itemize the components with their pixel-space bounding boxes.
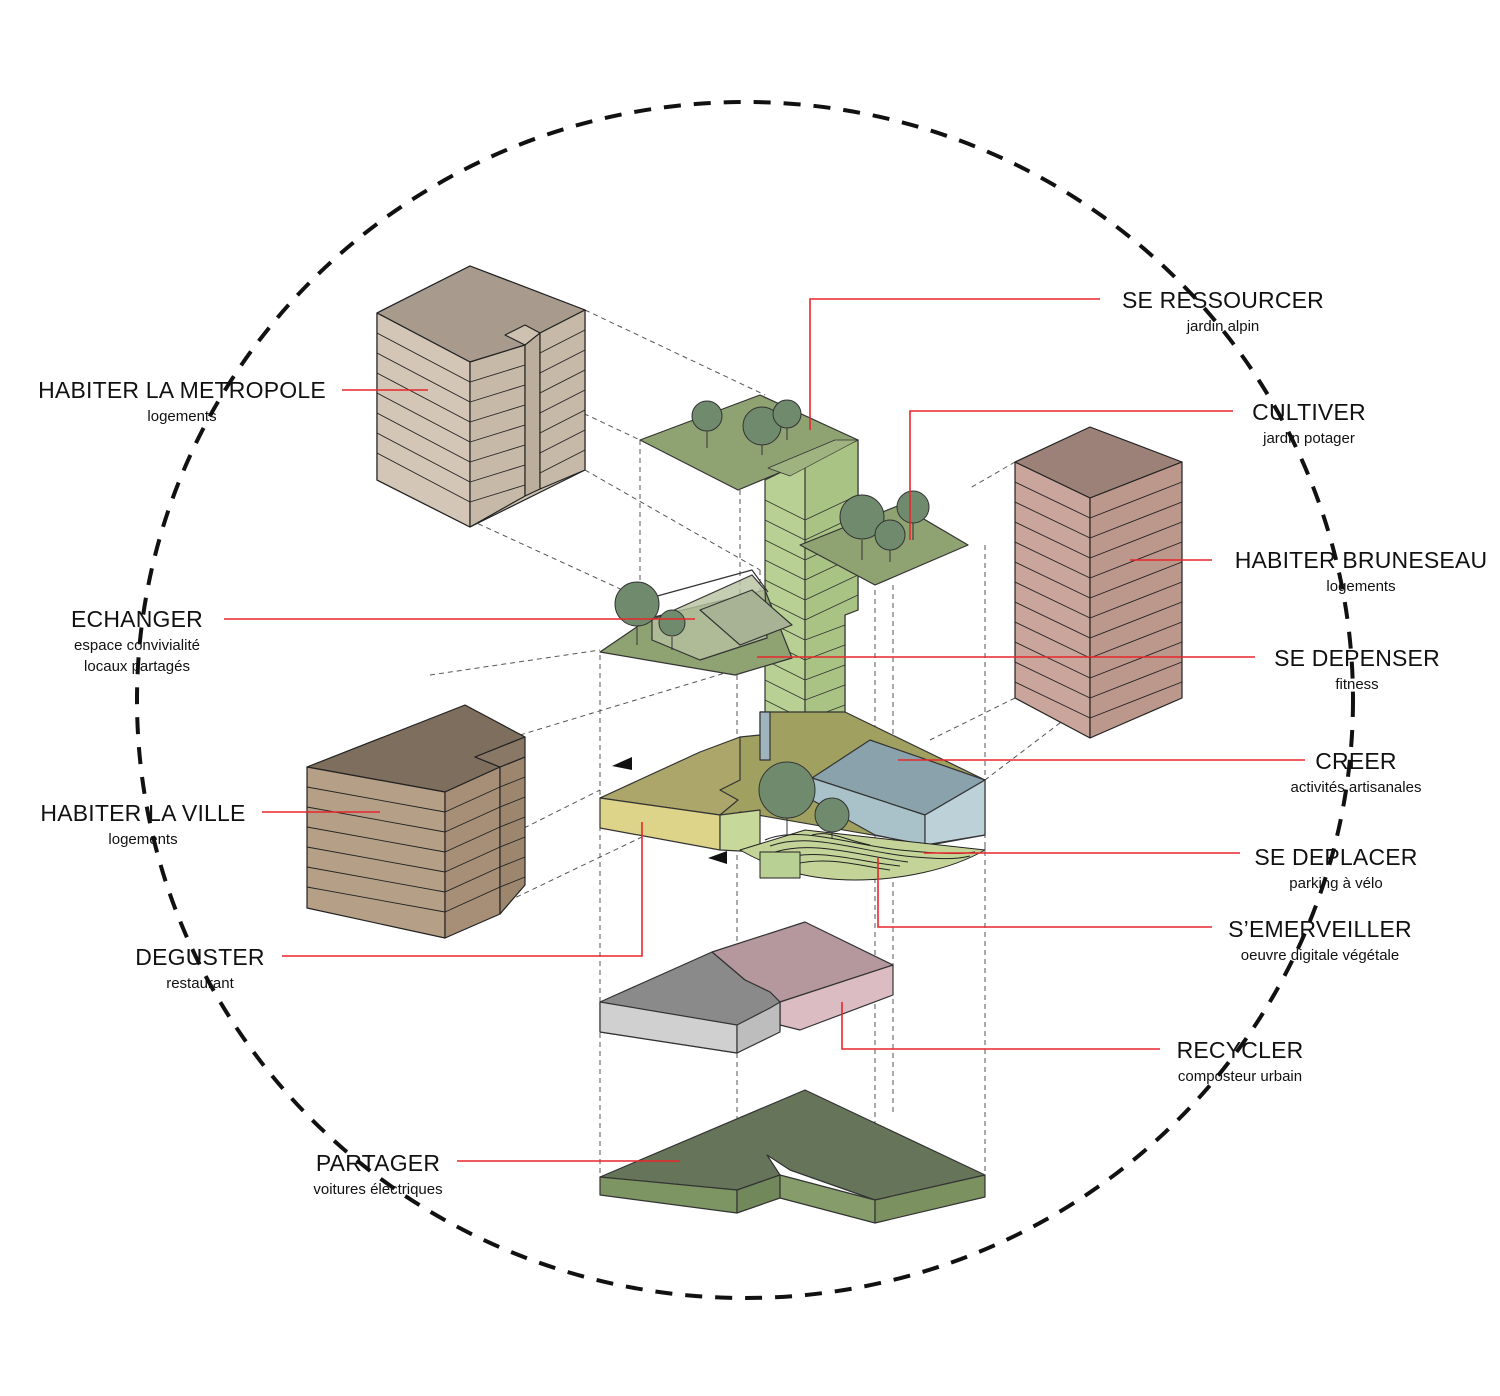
label-s-emerveiller: S’EMERVEILLER oeuvre digitale végétale	[1206, 918, 1434, 965]
label-subtitle: logements	[1326, 578, 1396, 595]
dashed-boundary-circle	[135, 100, 1355, 1300]
label-title: S’EMERVEILLER	[1228, 916, 1412, 942]
label-title: DEGUSTER	[135, 944, 265, 970]
label-habiter-la-ville: HABITER LA VILLE logements	[24, 802, 262, 849]
label-subtitle: jardin alpin	[1186, 318, 1260, 335]
label-title: ECHANGER	[71, 606, 203, 632]
label-subtitle: parking à vélo	[1289, 875, 1383, 892]
label-subtitle: espace convivialité	[74, 637, 200, 654]
label-creer: CREER activités artisanales	[1266, 750, 1446, 797]
label-cultiver: CULTIVER jardin potager	[1226, 401, 1392, 448]
ville-building	[306, 704, 526, 939]
label-title: CREER	[1315, 748, 1397, 774]
alpine-roof-garden	[639, 394, 859, 491]
label-subtitle: composteur urbain	[1177, 1068, 1303, 1085]
arrow-icon	[612, 757, 632, 770]
bruneseau-building	[1014, 426, 1183, 739]
label-subtitle: restaurant	[166, 975, 234, 992]
label-title: HABITER LA VILLE	[40, 800, 246, 826]
label-habiter-la-metropole: HABITER LA METROPOLE logements	[20, 379, 344, 426]
exchange-terrace	[599, 569, 793, 676]
label-echanger: ECHANGER espace convivialité locaux part…	[50, 608, 224, 676]
label-title: RECYCLER	[1176, 1037, 1304, 1063]
label-subtitle: fitness	[1335, 676, 1379, 693]
metropole-building	[376, 265, 586, 528]
label-subtitle-2: locaux partagés	[84, 658, 190, 675]
label-title: HABITER LA METROPOLE	[38, 377, 326, 403]
label-habiter-bruneseau: HABITER BRUNESEAU logements	[1216, 549, 1500, 596]
car-sharing-slab	[599, 1089, 986, 1224]
label-title: SE DEPENSER	[1274, 645, 1440, 671]
label-title: SE DEPLACER	[1254, 844, 1418, 870]
trees	[614, 399, 930, 838]
label-title: PARTAGER	[315, 1150, 441, 1176]
label-title: SE RESSOURCER	[1122, 287, 1324, 313]
label-recycler: RECYCLER composteur urbain	[1152, 1039, 1328, 1086]
label-subtitle: jardin potager	[1263, 430, 1355, 447]
label-subtitle: logements	[147, 408, 217, 425]
label-subtitle: logements	[108, 831, 178, 848]
label-se-deplacer: SE DEPLACER parking à vélo	[1234, 846, 1438, 893]
entrance-arrows	[612, 757, 727, 864]
label-partager: PARTAGER voitures électriques	[280, 1152, 476, 1199]
label-se-ressourcer: SE RESSOURCER jardin alpin	[1104, 289, 1342, 336]
label-title: CULTIVER	[1252, 399, 1366, 425]
composter-level	[599, 921, 894, 1054]
label-title: HABITER BRUNESEAU	[1234, 547, 1488, 573]
label-se-depenser: SE DEPENSER fitness	[1250, 647, 1464, 694]
leader-lines	[224, 298, 1305, 1162]
label-subtitle: activités artisanales	[1290, 779, 1422, 796]
label-subtitle: voitures électriques	[313, 1181, 443, 1198]
label-deguster: DEGUSTER restaurant	[110, 946, 290, 993]
arrow-icon	[708, 851, 727, 864]
label-subtitle: oeuvre digitale végétale	[1240, 947, 1400, 964]
